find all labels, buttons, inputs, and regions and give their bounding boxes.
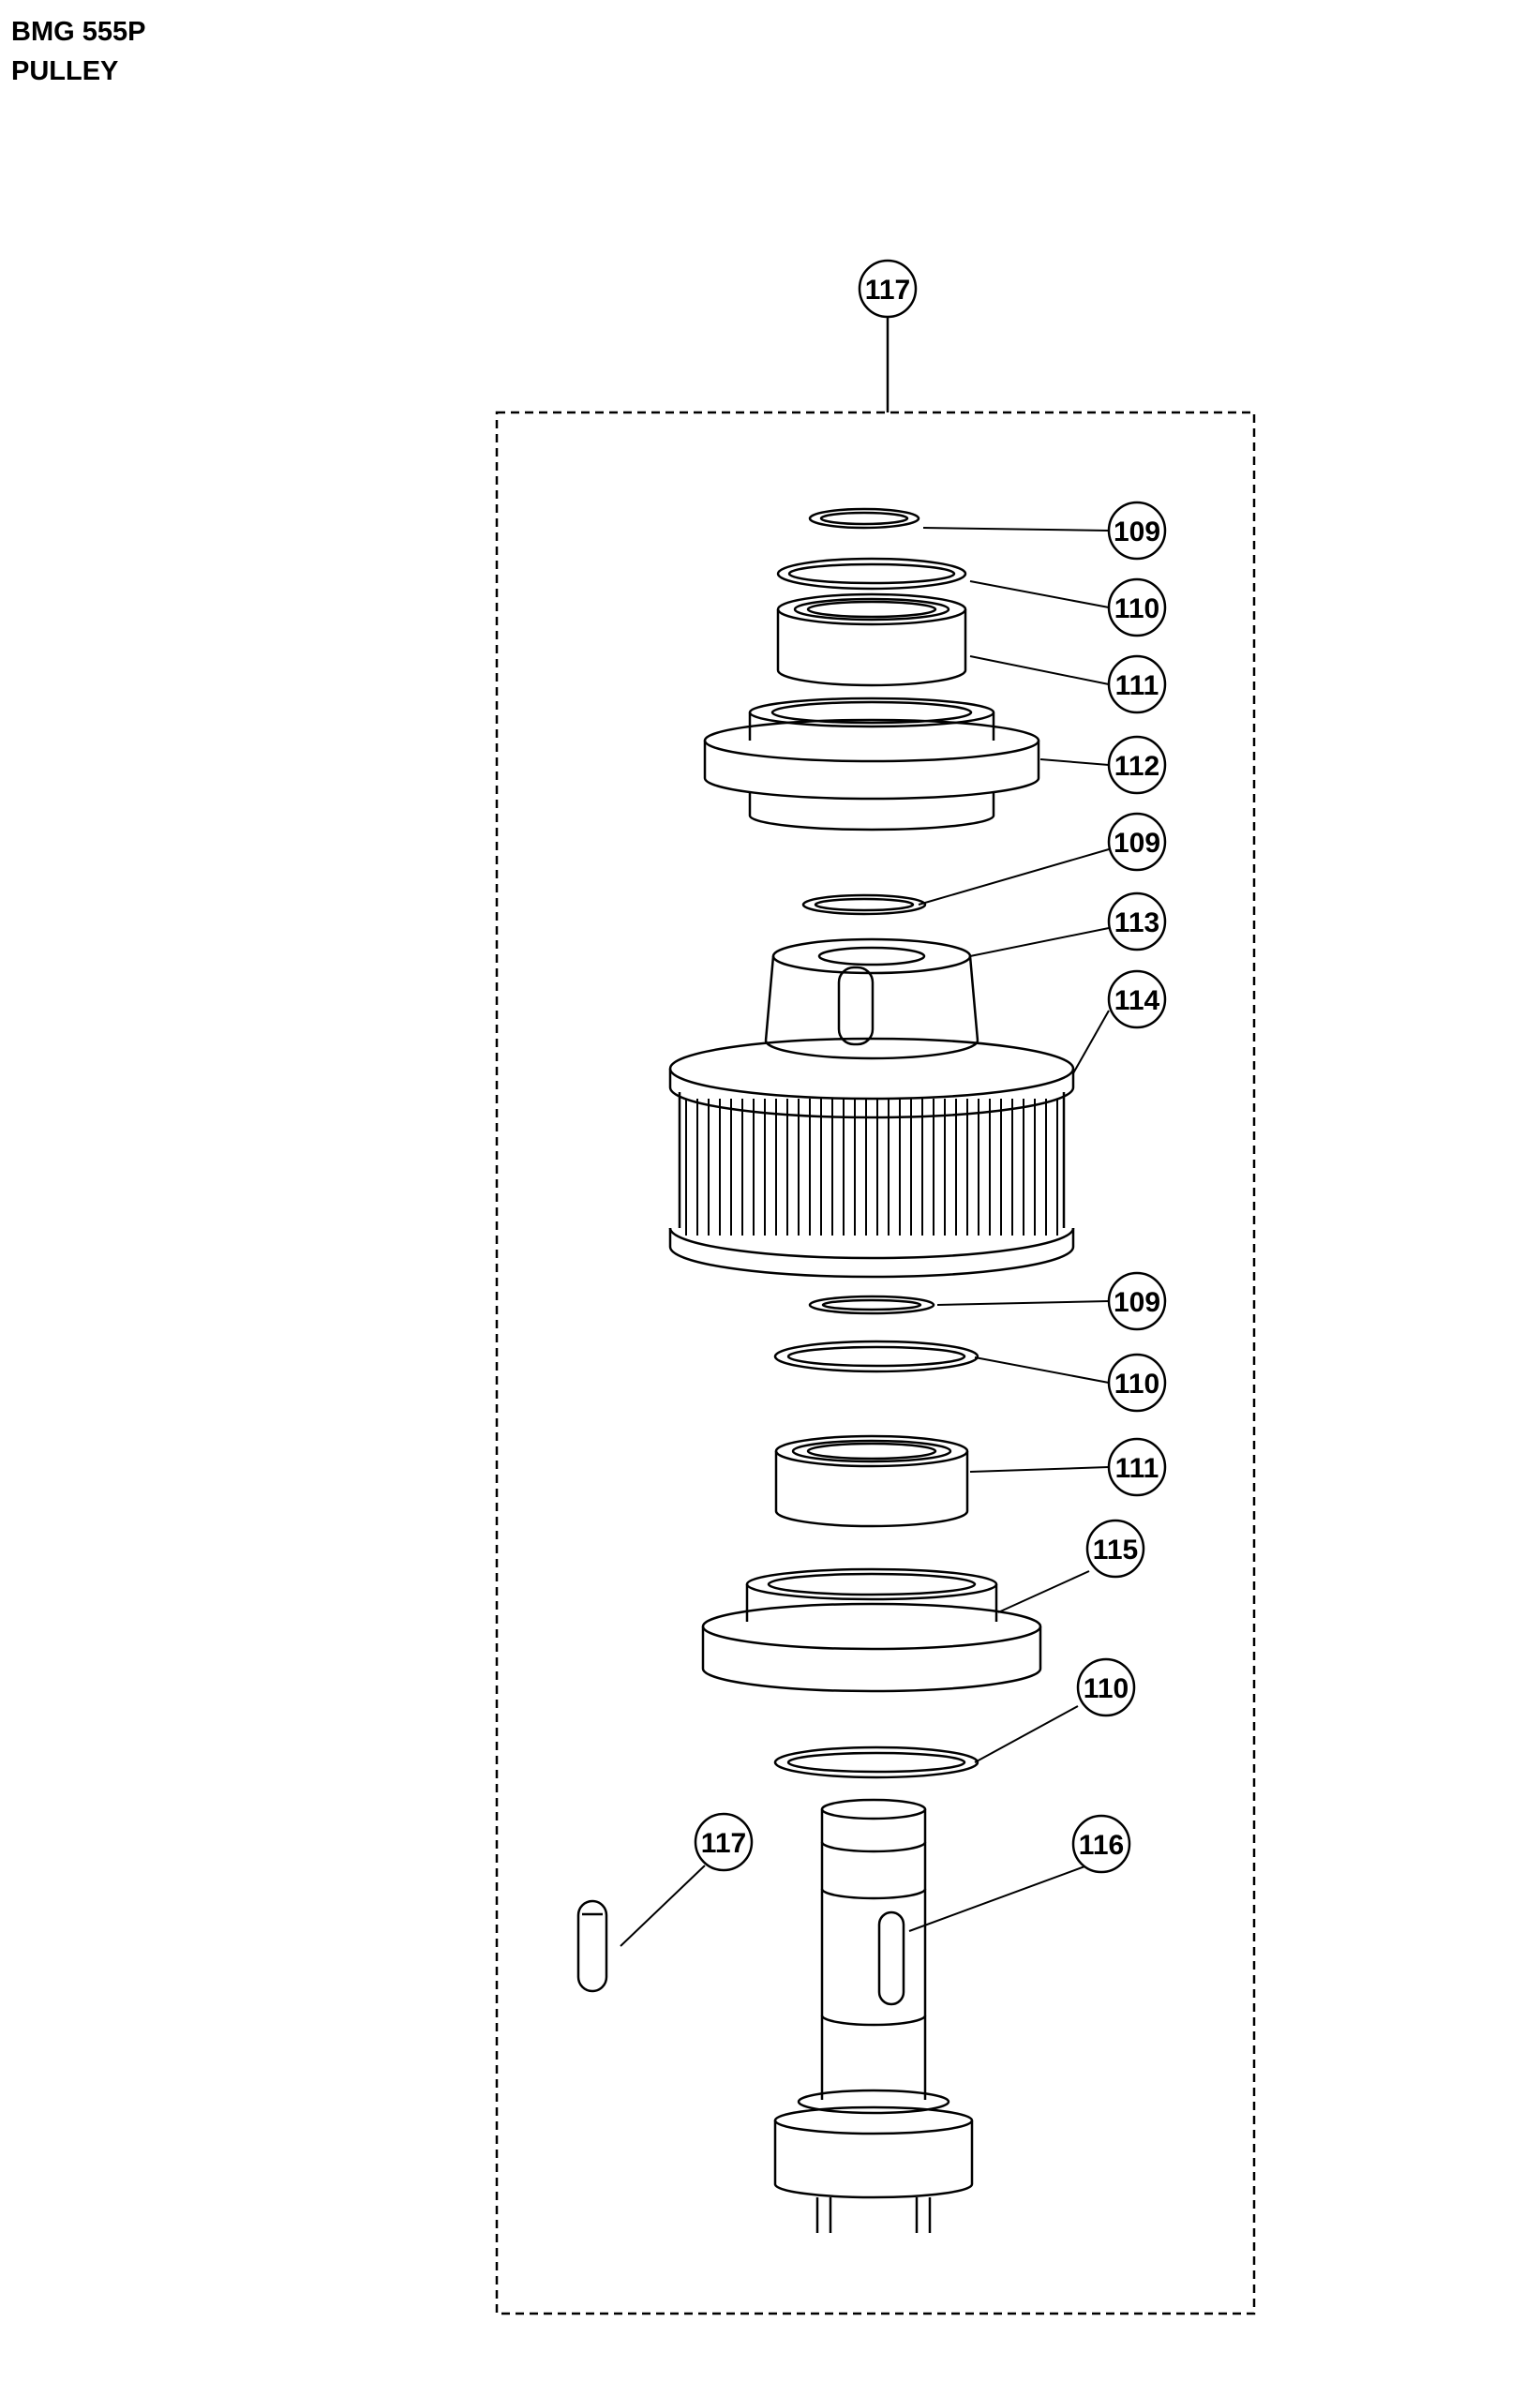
callout-label: 110: [1114, 593, 1159, 624]
callout-111-top: 111: [1107, 654, 1167, 714]
callout-label: 109: [1114, 1287, 1160, 1318]
snap-ring-mid-part: [801, 893, 927, 916]
callout-117-assembly: 117: [858, 259, 918, 319]
callout-label: 109: [1114, 828, 1160, 859]
callout-label: 113: [1114, 907, 1159, 938]
callout-label: 109: [1114, 517, 1160, 547]
callout-111-low: 111: [1107, 1437, 1167, 1497]
shaft-part: [773, 1798, 974, 2233]
pulley-teeth: [685, 1099, 1058, 1236]
key-part: [576, 1899, 608, 1993]
callout-109-top: 109: [1107, 501, 1167, 561]
callout-110-low: 110: [1076, 1657, 1136, 1717]
callout-label: 115: [1093, 1535, 1138, 1566]
assembly-title: PULLEY: [11, 56, 119, 86]
callout-116: 116: [1071, 1814, 1131, 1874]
callout-label: 114: [1114, 985, 1160, 1016]
bearing-housing-top-part: [703, 697, 1040, 831]
bearing-top-part: [776, 592, 967, 687]
callout-label: 117: [701, 1828, 746, 1859]
callout-114: 114: [1107, 969, 1167, 1029]
callout-110-top: 110: [1107, 577, 1167, 637]
callout-113: 113: [1107, 891, 1167, 951]
callout-115: 115: [1085, 1519, 1145, 1579]
callout-label: 111: [1115, 1453, 1159, 1484]
leader-lines: [620, 527, 1110, 1947]
retaining-ring-low-part: [773, 1745, 979, 1779]
callout-110-mid: 110: [1107, 1353, 1167, 1413]
callout-117-key: 117: [694, 1812, 754, 1872]
snap-ring-low-part: [808, 1295, 935, 1315]
callout-109-mid: 109: [1107, 812, 1167, 872]
callout-112: 112: [1107, 735, 1167, 795]
callout-label: 110: [1114, 1369, 1159, 1400]
retaining-ring-top-part: [776, 557, 967, 591]
callout-label: 111: [1115, 670, 1159, 701]
assembly-boundary: [495, 411, 1256, 2315]
pulley-part: [668, 1037, 1075, 1279]
callout-bubbles: 117 109 110 111 112 109 113 114: [694, 259, 1167, 1874]
bearing-low-part: [774, 1434, 969, 1528]
retaining-ring-mid-part: [773, 1340, 979, 1373]
model-title: BMG 555P: [11, 17, 146, 47]
callout-label: 117: [865, 275, 910, 306]
callout-label: 112: [1114, 751, 1159, 782]
callout-label: 110: [1084, 1673, 1129, 1704]
callout-109-low: 109: [1107, 1271, 1167, 1331]
callout-label: 116: [1079, 1830, 1124, 1861]
bearing-housing-low-part: [701, 1567, 1042, 1693]
snap-ring-top-part: [808, 507, 920, 530]
